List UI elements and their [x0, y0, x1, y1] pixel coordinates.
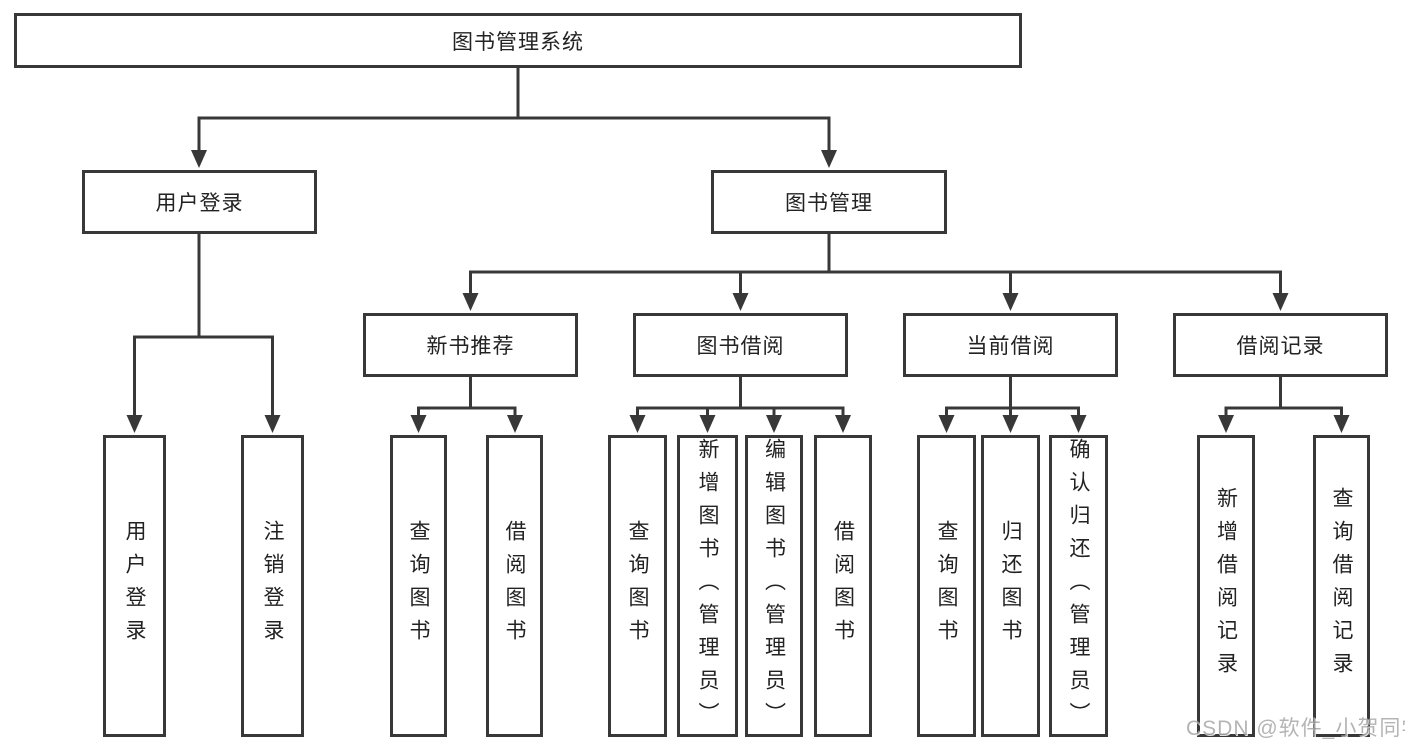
node-borrow-records: 借阅记录 — [1173, 313, 1388, 377]
arrow-down-icon — [264, 415, 281, 433]
node-label: 借阅图书 — [503, 520, 526, 652]
node-label: 编辑图书（管理员） — [762, 437, 786, 735]
connector-recommend-to-leaves — [417, 377, 517, 417]
leaf-return-book: 归还图书 — [981, 435, 1040, 737]
arrow-down-icon — [938, 415, 955, 433]
node-label: 借阅记录 — [1236, 335, 1325, 358]
node-label: 查询图书 — [407, 520, 430, 652]
connector-login-to-leaves — [133, 234, 274, 417]
arrow-down-icon — [1333, 415, 1350, 433]
connector-manage-to-level3 — [469, 234, 1282, 297]
node-new-book-recommend: 新书推荐 — [363, 313, 578, 377]
leaf-query-borrow-record: 查询借阅记录 — [1313, 435, 1370, 737]
node-label: 新增借阅记录 — [1214, 487, 1238, 685]
node-label: 借阅图书 — [831, 520, 855, 652]
node-user-login: 用户登录 — [82, 170, 317, 234]
node-label: 新书推荐 — [426, 335, 515, 358]
node-label: 归还图书 — [999, 520, 1022, 652]
leaf-borrow-books: 借阅图书 — [814, 435, 872, 737]
arrow-down-icon — [821, 150, 837, 168]
arrow-down-icon — [1272, 293, 1289, 311]
node-label: 当前借阅 — [966, 335, 1055, 358]
csdn-watermark: CSDN @软件_小贺同学 — [1186, 717, 1405, 740]
connector-borrow-to-leaves — [636, 377, 845, 417]
node-label: 用户登录 — [155, 192, 244, 215]
node-label: 查询图书 — [935, 520, 958, 652]
node-book-management: 图书管理 — [711, 170, 947, 234]
node-label: 注销登录 — [261, 520, 284, 652]
node-label: 图书管理系统 — [452, 30, 584, 54]
arrow-down-icon — [629, 415, 646, 433]
node-label: 用户登录 — [123, 520, 146, 652]
arrow-down-icon — [1002, 415, 1019, 433]
node-current-borrow: 当前借阅 — [903, 313, 1118, 377]
leaf-logout: 注销登录 — [241, 435, 304, 737]
leaf-add-borrow-record: 新增借阅记录 — [1197, 435, 1255, 737]
node-label: 图书借阅 — [696, 335, 785, 358]
arrow-down-icon — [732, 293, 749, 311]
node-book-borrow: 图书借阅 — [633, 313, 848, 377]
arrow-down-icon — [766, 415, 782, 433]
arrow-down-icon — [1070, 415, 1087, 433]
arrow-down-icon — [1002, 293, 1019, 311]
connector-records-to-leaves — [1224, 377, 1343, 417]
leaf-add-book-admin: 新增图书（管理员） — [677, 435, 738, 737]
arrow-down-icon — [191, 150, 207, 168]
leaf-user-login: 用户登录 — [103, 435, 166, 737]
node-label: 查询图书 — [626, 520, 649, 652]
arrow-down-icon — [835, 415, 851, 433]
arrow-down-icon — [1218, 415, 1234, 433]
leaf-edit-book-admin: 编辑图书（管理员） — [745, 435, 803, 737]
leaf-borrow-books-recommend: 借阅图书 — [486, 435, 543, 737]
leaf-query-books-recommend: 查询图书 — [390, 435, 447, 737]
arrow-down-icon — [507, 415, 523, 433]
node-label: 图书管理 — [785, 192, 873, 215]
arrowheads — [126, 150, 1350, 433]
arrow-down-icon — [462, 293, 479, 311]
node-label: 确认归还（管理员） — [1067, 437, 1090, 735]
leaf-query-books-current: 查询图书 — [917, 435, 976, 737]
connector-root-to-level2 — [197, 68, 831, 152]
arrow-down-icon — [410, 415, 427, 433]
arrow-down-icon — [126, 415, 143, 433]
node-label: 新增图书（管理员） — [696, 437, 719, 735]
leaf-confirm-return-admin: 确认归还（管理员） — [1049, 435, 1108, 737]
leaf-query-books-borrow: 查询图书 — [608, 435, 667, 737]
connector-current-to-leaves — [945, 377, 1080, 417]
arrow-down-icon — [699, 415, 716, 433]
node-library-system: 图书管理系统 — [14, 13, 1022, 68]
node-label: 查询借阅记录 — [1330, 487, 1353, 685]
